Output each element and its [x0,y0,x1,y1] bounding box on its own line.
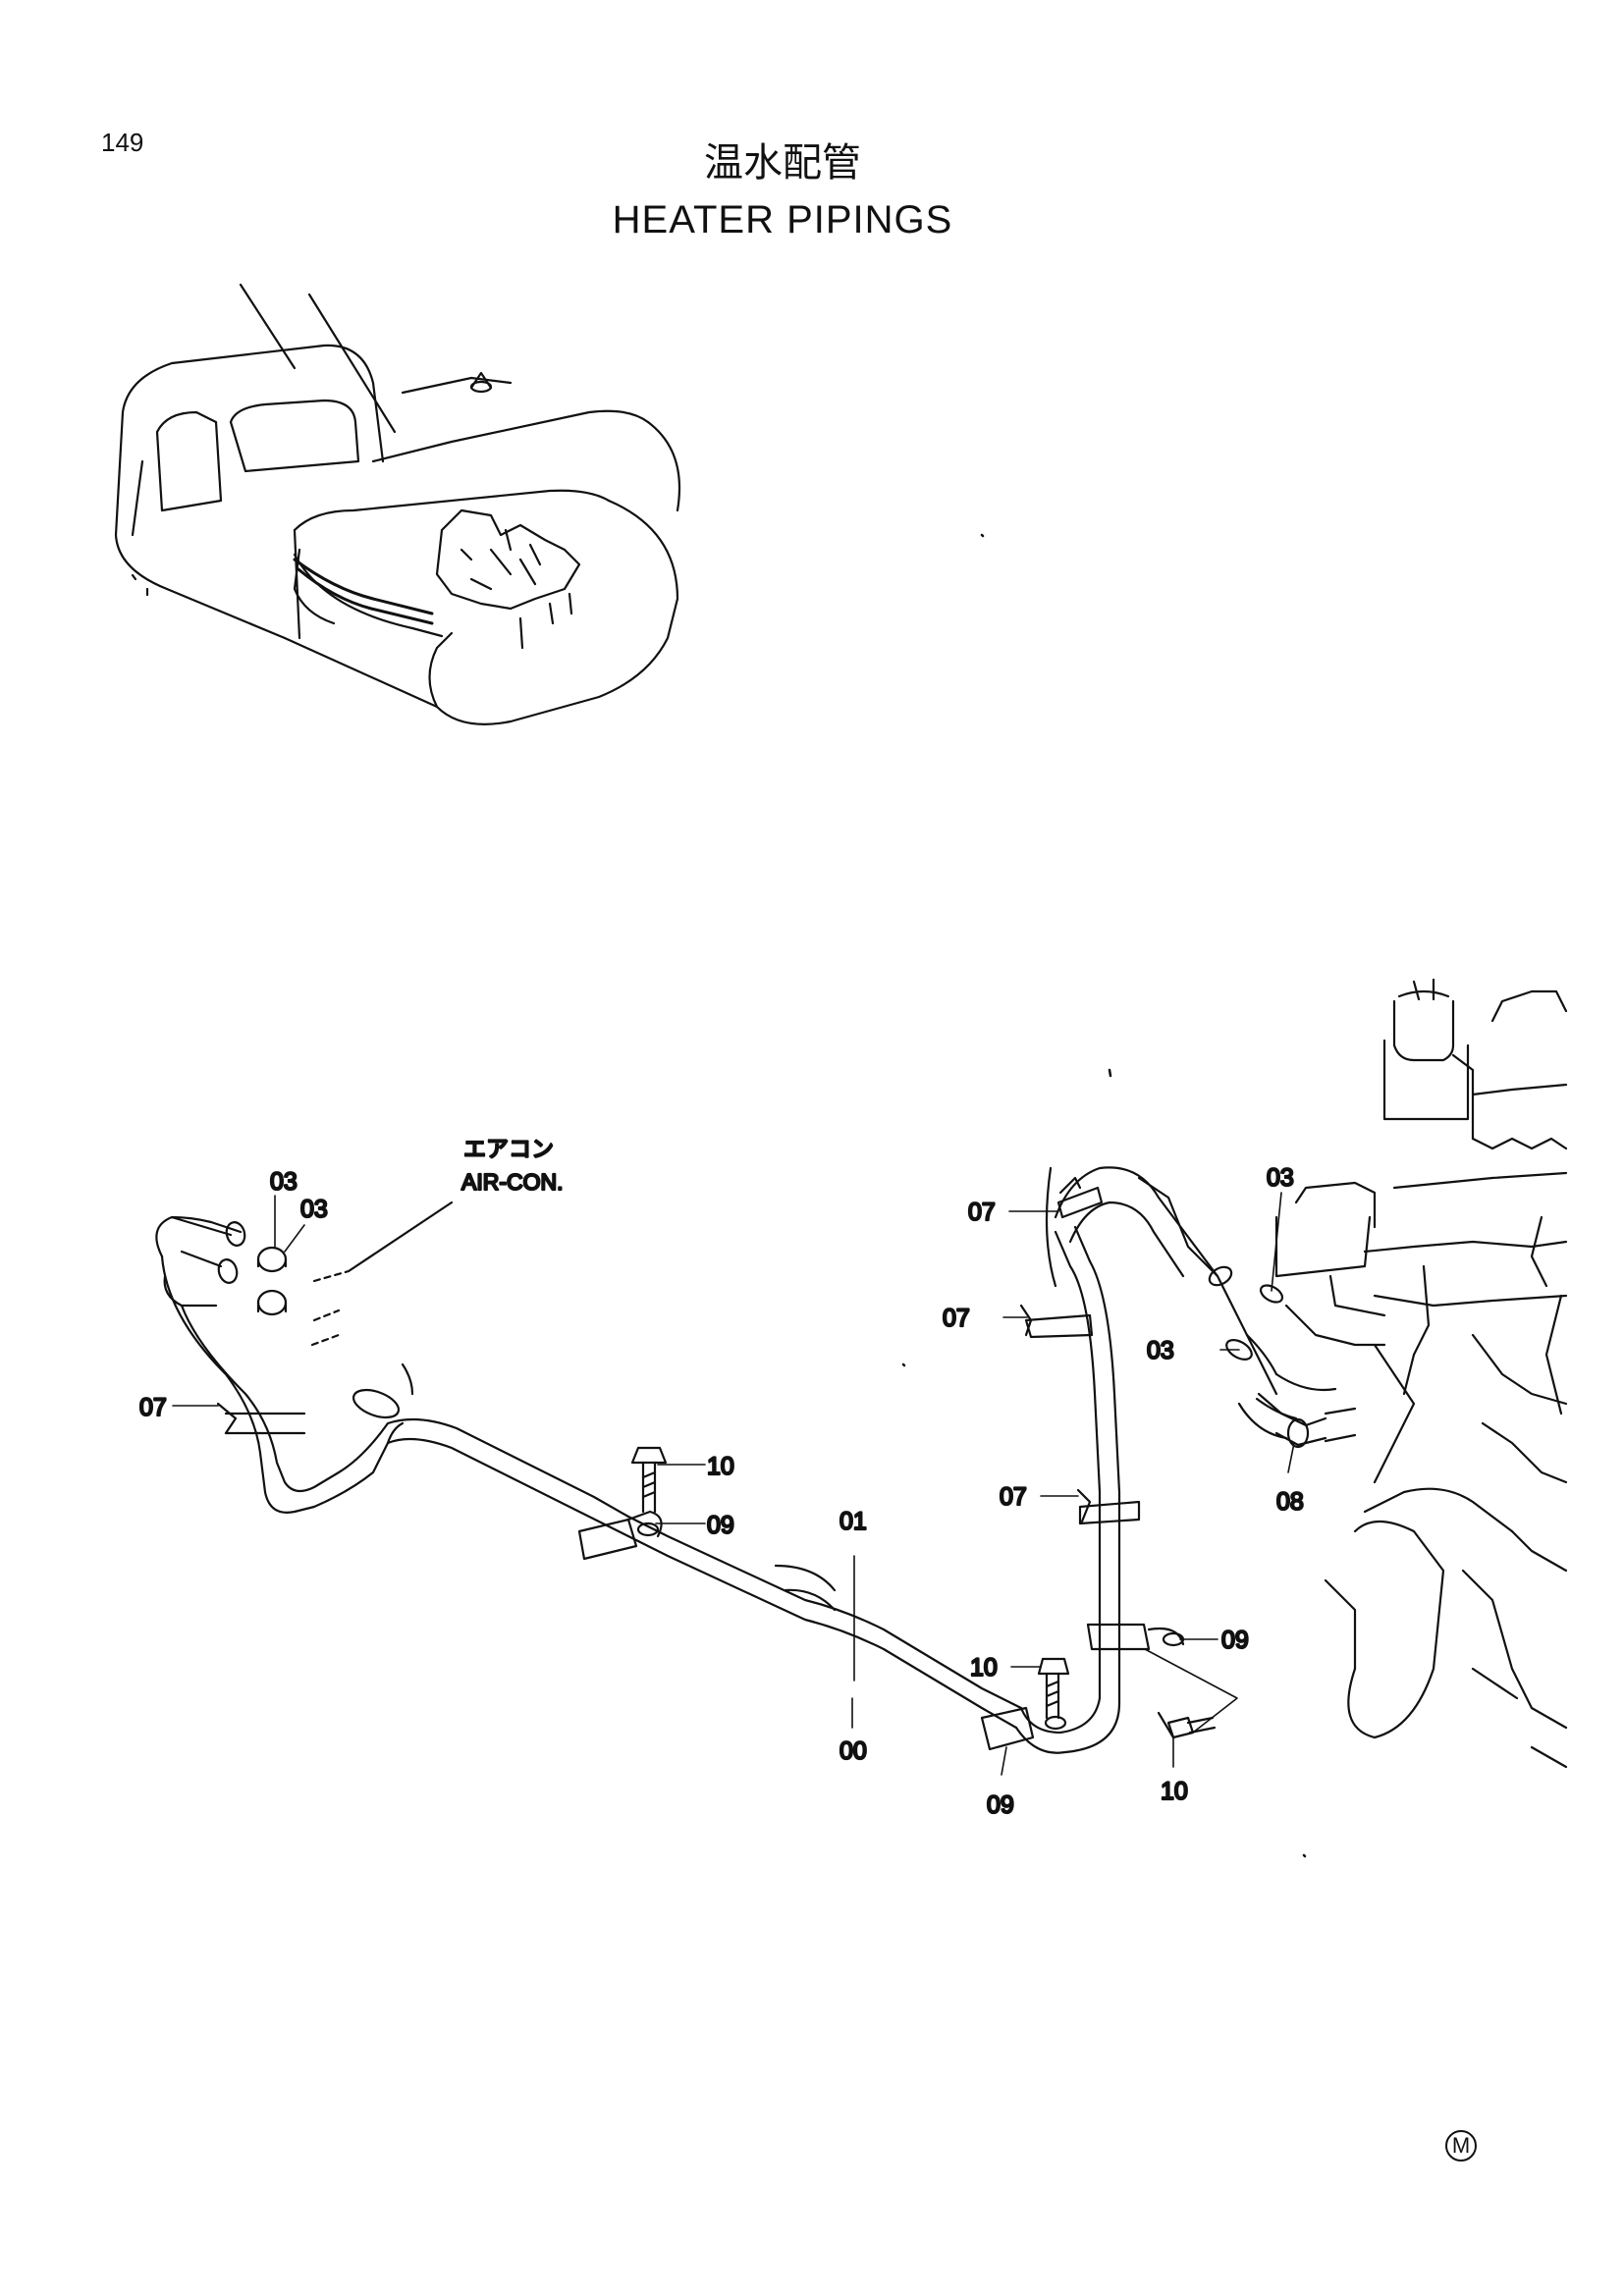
hose-clamp-03 [256,1246,288,1316]
scan-specks [901,533,1307,1858]
callout-10-right: 10 [1161,1778,1188,1805]
engine-outline [1274,978,1568,1769]
callout-03-engine: 03 [1147,1337,1174,1364]
aircon-note-english: AIR-CON. [461,1169,564,1195]
clamp-07-lower [1076,1488,1141,1525]
clamp-09-mid [577,1510,663,1561]
heater-hose-left [155,1215,1023,1730]
clamp-09-bottom [980,1706,1067,1751]
bolt-10-lower [1037,1657,1070,1720]
excavator-overview-illustration [114,283,681,725]
callout-09-mid: 09 [707,1512,734,1539]
callout-03-engine-top: 03 [1267,1164,1294,1192]
callout-09-bottom: 09 [987,1791,1014,1819]
clamp-07-upper [1019,1304,1094,1339]
callout-07-upper: 07 [943,1305,970,1332]
bolt-10-right [1157,1711,1217,1739]
callout-03-a: 03 [270,1168,298,1196]
callout-00: 00 [839,1737,867,1765]
callout-leaders [172,1192,1295,1776]
bolt-10-mid [630,1446,668,1514]
aircon-note-japanese: エアコン [463,1137,554,1162]
clamp-07-left [216,1402,306,1435]
callout-labels: 03 03 07 10 09 01 00 07 07 07 03 03 08 0… [138,1136,1305,1820]
corner-mark: M [1445,2130,1477,2162]
callout-10-mid: 10 [707,1453,734,1480]
callout-07-lower: 07 [1000,1483,1027,1511]
callout-09-right: 09 [1221,1627,1249,1654]
hose-clamp-03-engine [1225,1284,1284,1361]
aircon-leader [310,1201,454,1347]
title-english: HEATER PIPINGS [612,198,953,241]
callout-01: 01 [839,1508,867,1535]
callout-10-lower: 10 [970,1654,998,1682]
fitting-08 [1257,1392,1357,1449]
clamp-09-right [1086,1623,1185,1651]
heater-pipe-right [1014,1166,1298,1754]
callout-03-b: 03 [300,1196,328,1223]
callout-08: 08 [1276,1488,1304,1516]
callout-07-left: 07 [139,1394,167,1421]
clamp-07-top [1056,1176,1104,1219]
page-number: 149 [101,128,144,157]
hose-ends-left [170,1215,246,1284]
title-japanese: 温水配管 [704,140,861,186]
callout-07-top: 07 [968,1199,996,1226]
